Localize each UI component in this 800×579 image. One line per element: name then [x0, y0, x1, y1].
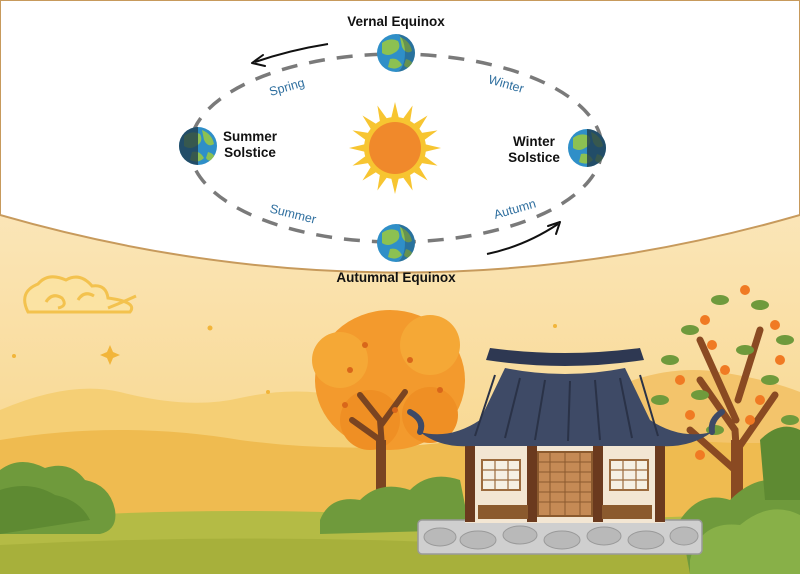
sun-ray [349, 144, 366, 152]
sun-ray [420, 155, 438, 166]
lattice-window-left [481, 459, 521, 491]
earth-icon-autumnal [377, 224, 415, 262]
sun-ray [420, 130, 438, 141]
sun-ray [402, 173, 413, 191]
arrow-icon-bottom-right [486, 221, 561, 255]
label-vernal-equinox: Vernal Equinox [347, 14, 445, 29]
label-winter-solstice-line2: Solstice [508, 150, 560, 165]
sun-ray [424, 144, 441, 152]
label-autumnal-equinox: Autumnal Equinox [336, 270, 456, 285]
sun-ray [377, 173, 388, 191]
hanok-house [407, 348, 725, 555]
cloud-swirl-icon [23, 275, 137, 314]
sun-ray [402, 105, 413, 123]
label-winter-solstice-line1: Winter [513, 134, 556, 149]
earth-icon-winter [568, 129, 606, 167]
sun-ray [377, 105, 388, 123]
earth-icon-summer [179, 127, 217, 165]
sun-ray [352, 155, 370, 166]
sun-icon [349, 102, 441, 194]
tiled-roof [420, 368, 712, 447]
sun-ray [391, 177, 399, 194]
persimmon-tree-right [651, 285, 799, 520]
lattice-door-center [537, 451, 593, 517]
earth-icon-vernal [377, 34, 415, 72]
lattice-window-right [609, 459, 649, 491]
sun-ray [391, 102, 399, 119]
sparkle-icon [12, 324, 557, 394]
label-summer-solstice-line2: Solstice [224, 145, 276, 160]
autumn-tree-left [312, 310, 465, 500]
sun-ray [352, 130, 370, 141]
label-summer-solstice-line1: Summer [223, 129, 278, 144]
arrow-icon-top-left [251, 43, 329, 67]
